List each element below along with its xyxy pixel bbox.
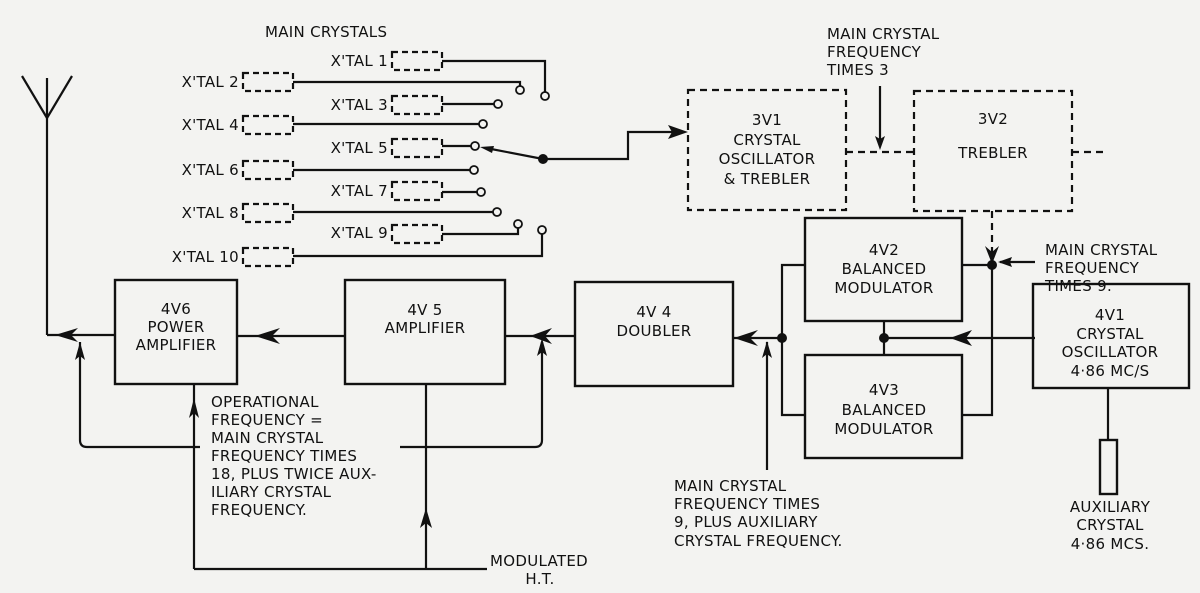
annotation-times-3: TIMES 3: [826, 61, 889, 79]
annotation-times-9: TIMES 9.: [1044, 277, 1112, 295]
annotation-modulated-ht: MODULATED: [490, 552, 588, 570]
auxiliary-crystal-icon: [1098, 438, 1119, 496]
block-label: 4V1: [1095, 306, 1125, 324]
block-label: 3V2: [978, 110, 1008, 128]
crystal-9: X'TAL 9: [331, 219, 523, 245]
block-label: AMPLIFIER: [136, 336, 217, 354]
annotation-times-9-plus-aux: FREQUENCY TIMES: [674, 495, 820, 513]
block-4v1-crystal-oscillator: 4V1 CRYSTAL OSCILLATOR 4·86 MC/S: [1031, 282, 1191, 390]
switch-contact: [470, 141, 480, 151]
switch-contact: [469, 165, 479, 175]
block-4v2-balanced-modulator: 4V2 BALANCED MODULATOR: [803, 216, 964, 323]
switch-contact: [492, 207, 502, 217]
block-4v6-power-amplifier: 4V6 POWER AMPLIFIER: [113, 278, 239, 386]
annotation-aux-crystal: 4·86 MCS.: [1071, 535, 1150, 553]
annotation-operational-frequency: FREQUENCY =: [211, 411, 323, 429]
block-3v1-crystal-oscillator-trebler: 3V1 CRYSTAL OSCILLATOR & TREBLER: [686, 88, 848, 212]
block-4v5-amplifier: 4V 5 AMPLIFIER: [343, 278, 507, 386]
switch-contact: [537, 225, 547, 235]
block-label: 3V1: [752, 111, 782, 129]
block-label: MODULATOR: [834, 420, 933, 438]
block-label: BALANCED: [842, 401, 927, 419]
main-crystals-title: MAIN CRYSTALS: [265, 23, 387, 41]
block-label: POWER: [147, 318, 204, 336]
block-label: 4V2: [869, 241, 899, 259]
crystal-label: X'TAL 3: [331, 96, 388, 114]
block-label: 4V 4: [636, 303, 671, 321]
switch-contact: [513, 219, 523, 229]
block-4v3-balanced-modulator: 4V3 BALANCED MODULATOR: [803, 353, 964, 460]
annotation-operational-frequency: OPERATIONAL: [211, 393, 319, 411]
annotation-times-3: MAIN CRYSTAL: [827, 25, 940, 43]
switch-contact: [478, 119, 488, 129]
annotation-times-3: FREQUENCY: [827, 43, 922, 61]
block-label: MODULATOR: [834, 279, 933, 297]
crystal-bank: X'TAL 1 X'TAL 2 X'TAL 3 X'TAL 4: [172, 50, 550, 268]
annotation-modulated-ht: H.T.: [525, 570, 554, 588]
crystal-5: X'TAL 5: [331, 137, 480, 159]
block-label: 4V 5: [407, 301, 442, 319]
switch-contact: [476, 187, 486, 197]
arrow-icon: [668, 125, 688, 139]
annotation-operational-frequency: FREQUENCY TIMES: [211, 447, 357, 465]
crystal-label: X'TAL 2: [182, 73, 239, 91]
crystal-label: X'TAL 7: [331, 182, 388, 200]
crystal-label: X'TAL 6: [182, 161, 239, 179]
annotation-times-9-plus-aux: CRYSTAL FREQUENCY.: [674, 532, 843, 550]
crystal-10: X'TAL 10: [172, 225, 547, 268]
crystal-3: X'TAL 3: [331, 94, 503, 116]
crystal-4: X'TAL 4: [182, 114, 488, 136]
block-label: 4V6: [161, 300, 191, 318]
switch-contact: [493, 99, 503, 109]
block-label: 4·86 MC/S: [1071, 362, 1150, 380]
block-label: 4V3: [869, 381, 899, 399]
crystal-6: X'TAL 6: [182, 159, 479, 181]
annotation-operational-frequency: 18, PLUS TWICE AUX-: [211, 465, 377, 483]
crystal-label: X'TAL 4: [182, 116, 239, 134]
crystal-8: X'TAL 8: [182, 202, 502, 224]
antenna-icon: [21, 75, 73, 335]
block-label: OSCILLATOR: [1062, 343, 1159, 361]
crystal-1: X'TAL 1: [331, 50, 550, 101]
block-3v2-trebler: 3V2 TREBLER: [912, 89, 1074, 213]
block-4v4-doubler: 4V 4 DOUBLER: [573, 280, 735, 388]
annotation-times-9-plus-aux: 9, PLUS AUXILIARY: [674, 513, 818, 531]
block-label: DOUBLER: [617, 322, 692, 340]
annotation-aux-crystal: AUXILIARY: [1070, 498, 1151, 516]
block-label: TREBLER: [957, 144, 1028, 162]
block-label: & TREBLER: [724, 170, 811, 188]
block-label: CRYSTAL: [1076, 325, 1144, 343]
crystal-2: X'TAL 2: [182, 71, 525, 95]
crystal-label: X'TAL 8: [182, 204, 239, 222]
annotation-operational-frequency: ILIARY CRYSTAL: [211, 483, 332, 501]
crystal-7: X'TAL 7: [331, 180, 486, 202]
annotation-operational-frequency: MAIN CRYSTAL: [211, 429, 324, 447]
annotation-operational-frequency: FREQUENCY.: [211, 501, 307, 519]
annotation-times-9-plus-aux: MAIN CRYSTAL: [674, 477, 787, 495]
block-label: OSCILLATOR: [719, 150, 816, 168]
block-label: BALANCED: [842, 260, 927, 278]
switch-contact: [540, 91, 550, 101]
crystal-selector-switch: [480, 125, 688, 164]
block-label: AMPLIFIER: [385, 319, 466, 337]
crystal-label: X'TAL 5: [331, 139, 388, 157]
crystal-label: X'TAL 10: [172, 248, 239, 266]
annotation-times-9: MAIN CRYSTAL: [1045, 241, 1158, 259]
crystal-label: X'TAL 9: [331, 224, 388, 242]
crystal-label: X'TAL 1: [331, 52, 388, 70]
annotation-aux-crystal: CRYSTAL: [1076, 516, 1144, 534]
annotation-times-9: FREQUENCY: [1045, 259, 1140, 277]
switch-contact: [515, 85, 525, 95]
block-label: CRYSTAL: [733, 131, 801, 149]
